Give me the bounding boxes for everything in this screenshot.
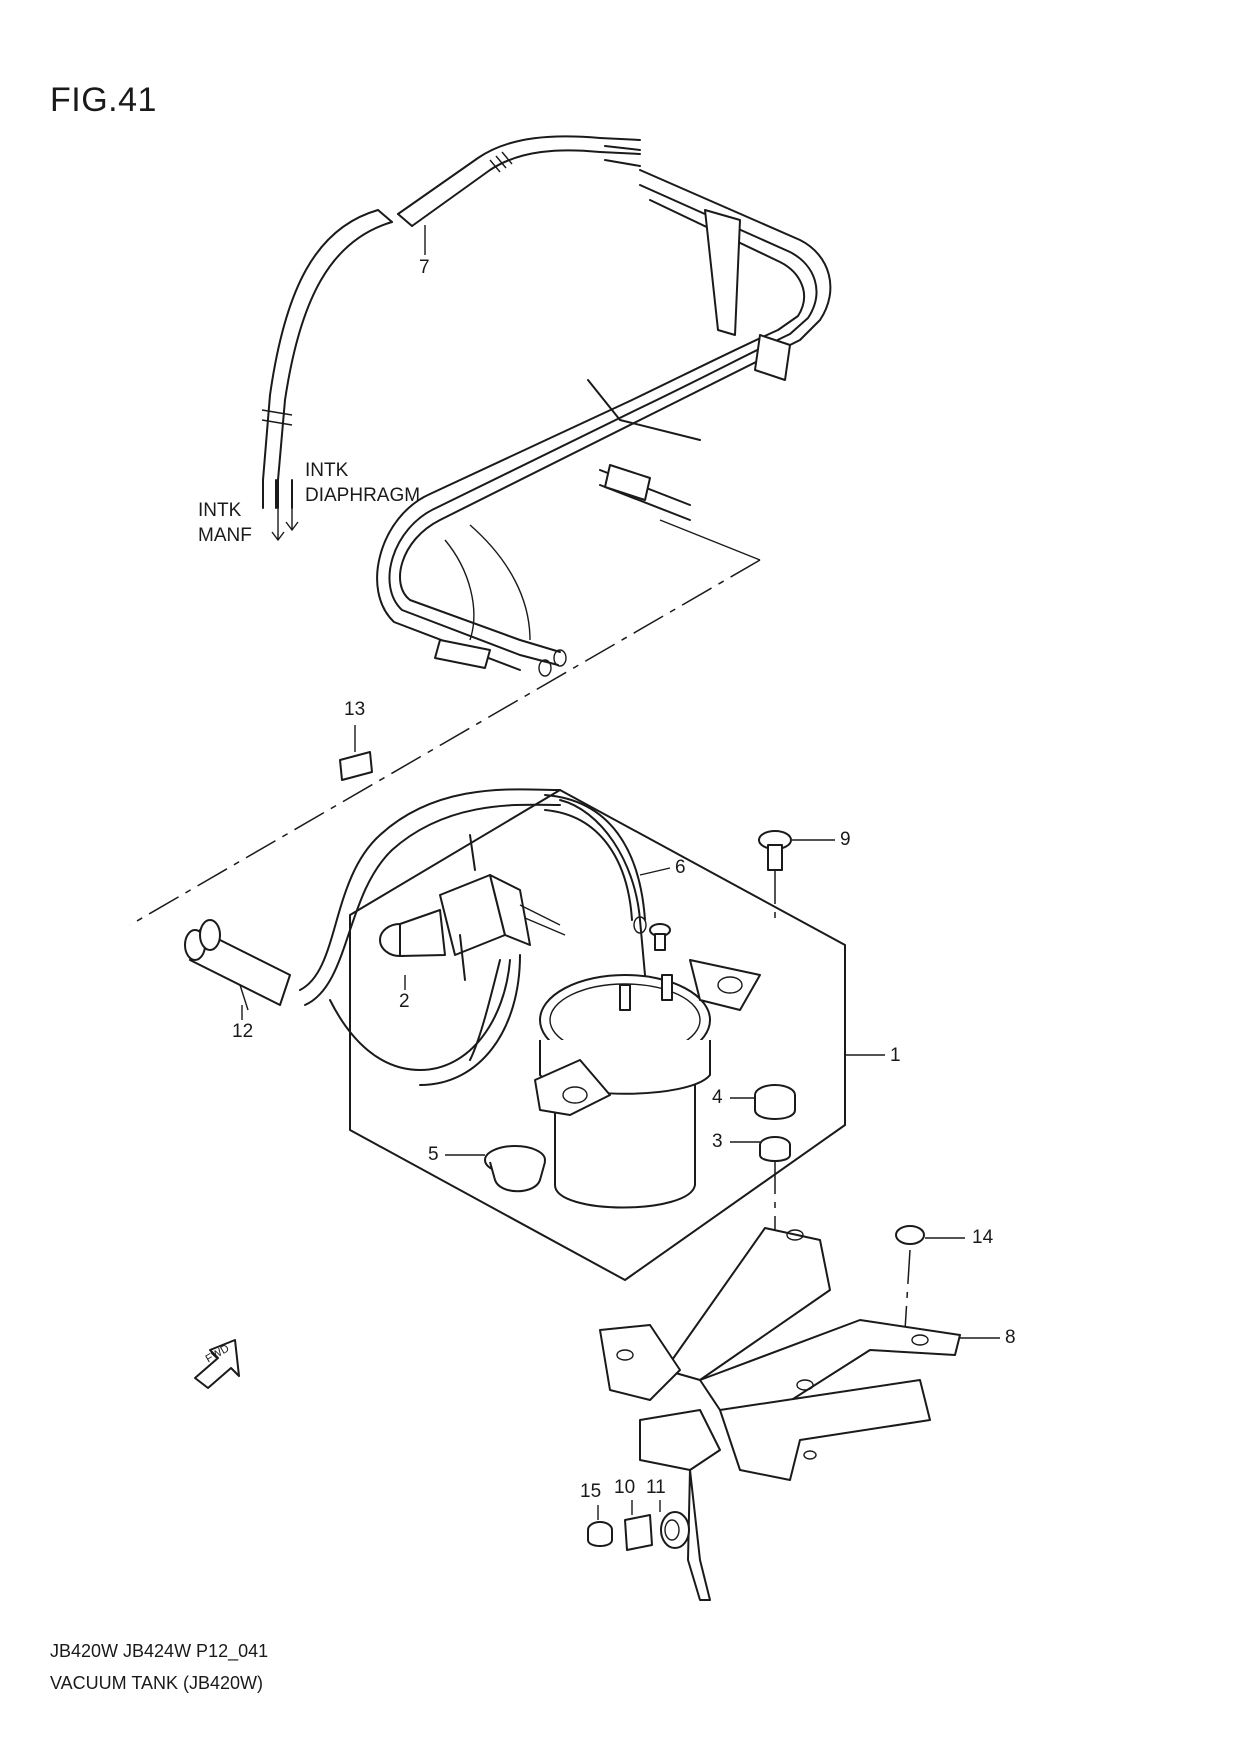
hose-6	[559, 799, 646, 976]
callout-13: 13	[344, 699, 366, 720]
nut-15	[587, 1505, 613, 1547]
grommet-4	[730, 1084, 796, 1120]
collar-3	[730, 1136, 791, 1240]
hose-valve-tank	[329, 959, 511, 1071]
label-intk-diaphragm-2: DIAPHRAGM	[305, 485, 421, 506]
label-intk-manf-1: INTK	[198, 500, 242, 521]
figure-title: FIG.41	[50, 81, 157, 119]
footer-model-code: JB420W JB424W P12_041	[50, 1641, 269, 1661]
label-intk-manf-2: MANF	[198, 525, 252, 546]
footer-figure-name: VACUUM TANK (JB420W)	[50, 1673, 264, 1693]
grommet-5	[445, 1145, 546, 1193]
callout-10: 10	[614, 1477, 636, 1498]
bolt-9	[758, 830, 835, 920]
callout-7: 7	[419, 257, 430, 278]
hose-valve-tank-2	[419, 954, 521, 1086]
arrow-intk-diaphragm	[285, 508, 299, 532]
callout-5: 5	[428, 1144, 439, 1165]
label-intk-diaphragm-1: INTK	[305, 460, 349, 481]
callout-15: 15	[580, 1481, 602, 1502]
bushing-11	[659, 1500, 690, 1549]
callout-2: 2	[399, 991, 410, 1012]
vacuum-tank	[534, 959, 761, 1209]
hose-12	[184, 788, 646, 1011]
callout-1: 1	[890, 1045, 901, 1066]
fwd-arrow-icon	[194, 1339, 240, 1389]
callout-11: 11	[646, 1477, 666, 1498]
callout-12: 12	[232, 1021, 254, 1042]
callout-3: 3	[712, 1131, 723, 1152]
callout-9: 9	[840, 829, 851, 850]
clip-13	[339, 725, 373, 781]
arrow-intk-manf	[271, 508, 285, 542]
callout-14: 14	[972, 1227, 994, 1248]
bolt-small	[649, 923, 671, 951]
callout-4: 4	[712, 1087, 723, 1108]
relation-line-seg	[659, 519, 761, 561]
bracket-8	[599, 1227, 1000, 1601]
solenoid-valve-2	[379, 834, 566, 1061]
spacer-10	[624, 1500, 653, 1551]
hose-assembly-7	[261, 135, 832, 677]
nut-14	[895, 1225, 965, 1331]
callout-6: 6	[675, 857, 686, 878]
relation-line-upper	[129, 559, 761, 926]
callout-8: 8	[1005, 1327, 1016, 1348]
